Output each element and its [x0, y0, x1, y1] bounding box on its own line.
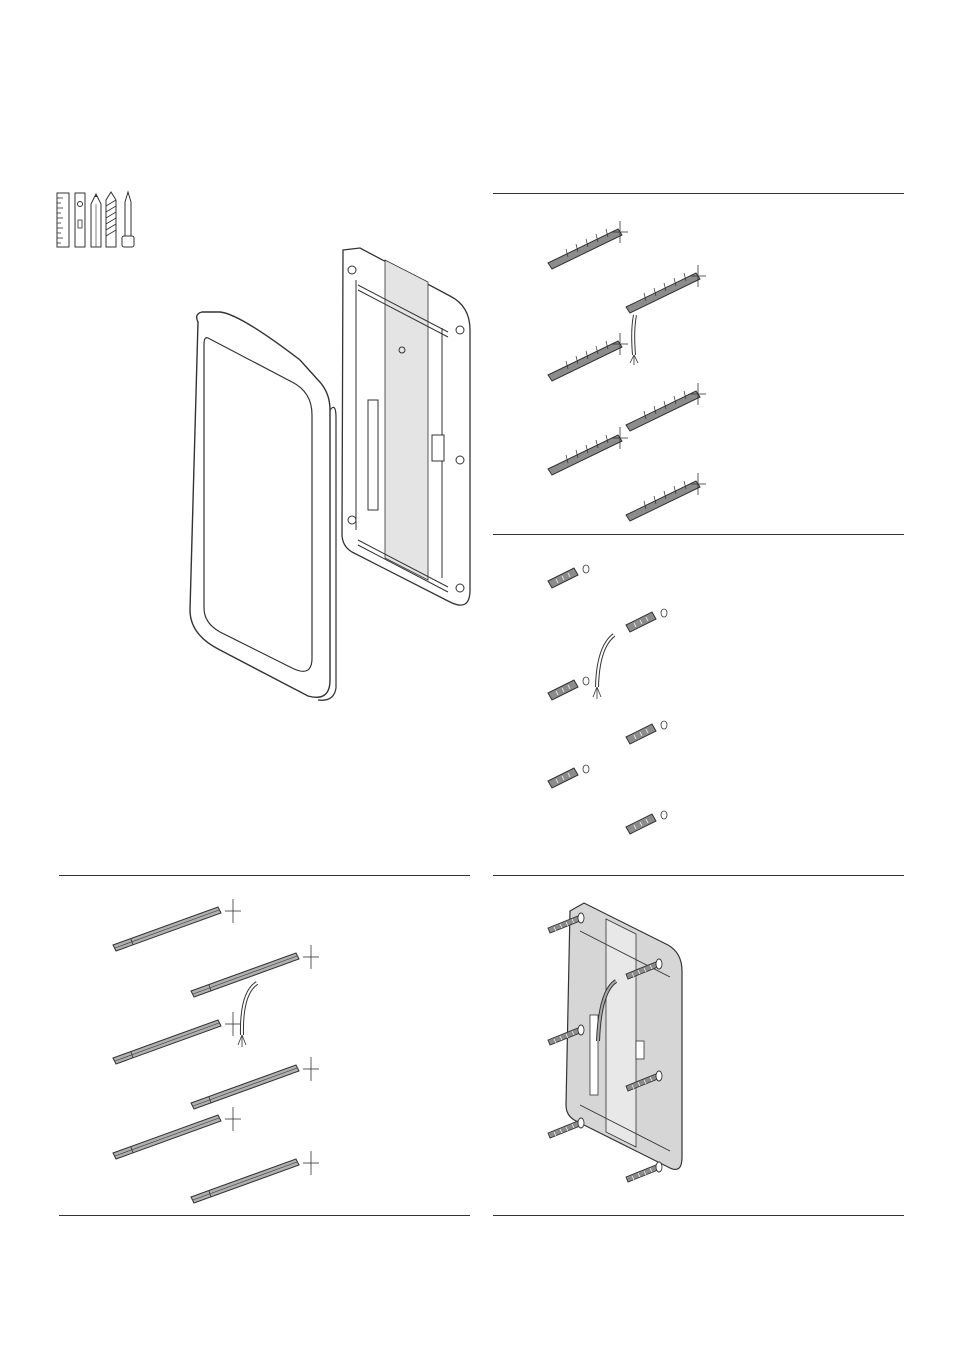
divider	[59, 875, 470, 876]
mount-plate-step	[540, 895, 700, 1195]
pencil-mark	[113, 899, 241, 951]
mark-holes-step	[105, 895, 335, 1205]
pencil-mark	[191, 945, 319, 997]
ruler-icon	[57, 193, 69, 247]
power-cable	[238, 983, 257, 1047]
tools-legend	[55, 188, 145, 250]
drill-bit	[548, 221, 628, 269]
divider	[59, 1215, 470, 1216]
drill-bit	[626, 473, 706, 521]
wall-plugs-step	[540, 555, 680, 845]
drill-bit	[626, 383, 706, 431]
screw	[626, 1162, 662, 1182]
pencil-mark	[113, 1012, 241, 1064]
divider	[493, 193, 904, 194]
exploded-view	[180, 240, 480, 710]
power-cable	[630, 315, 638, 365]
divider	[493, 534, 904, 535]
pencil-icon	[91, 194, 101, 247]
pencil-mark	[191, 1151, 319, 1203]
screw	[548, 1118, 584, 1138]
wall-plug	[548, 765, 589, 788]
wall-plug	[626, 721, 667, 744]
mirror-frame	[190, 312, 336, 700]
divider	[493, 1215, 904, 1216]
wall-plug	[626, 609, 667, 632]
drill-bit-icon	[106, 192, 116, 247]
back-plate	[566, 903, 682, 1169]
wall-plug	[548, 677, 589, 700]
wall-plug	[548, 565, 589, 588]
back-plate	[342, 248, 470, 605]
drill-bit	[548, 427, 628, 475]
divider	[493, 875, 904, 876]
wall-plug	[626, 811, 667, 834]
screwdriver-icon	[122, 192, 134, 247]
drill-bit	[626, 265, 706, 313]
drill-holes-step	[540, 215, 720, 525]
spirit-level-icon	[75, 193, 85, 247]
power-cable	[593, 635, 614, 699]
pencil-mark	[191, 1057, 319, 1109]
pencil-mark	[113, 1107, 241, 1159]
drill-bit	[548, 333, 628, 381]
